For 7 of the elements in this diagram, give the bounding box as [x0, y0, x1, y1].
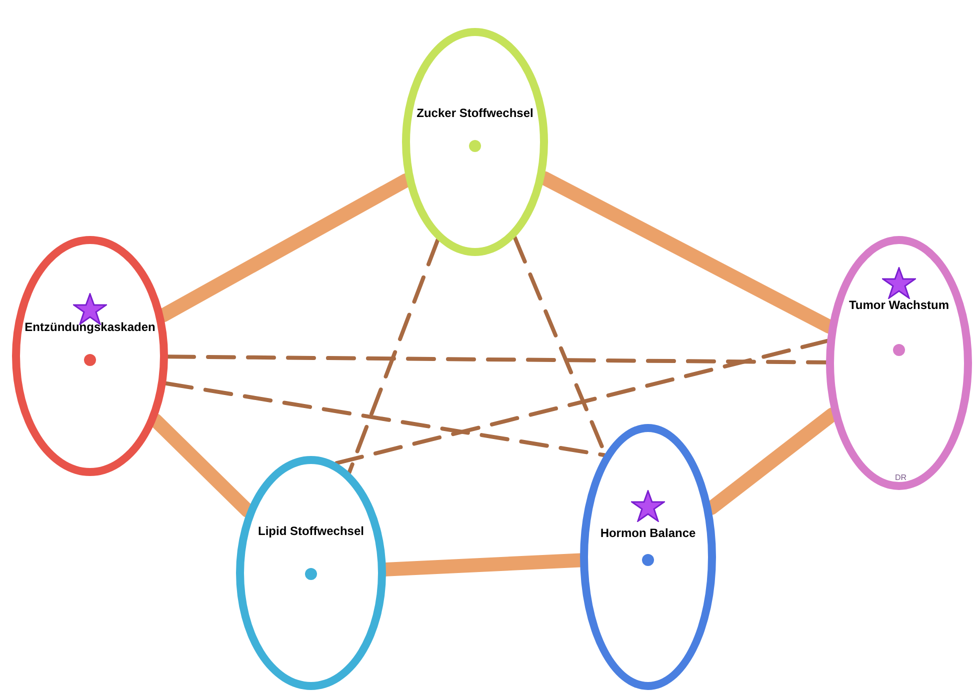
node-label: Tumor Wachstum: [848, 298, 950, 313]
node-label: Entzündungskaskaden: [24, 320, 156, 335]
signature-text: DR: [895, 472, 907, 484]
node-label: Hormon Balance: [599, 526, 697, 541]
node-label: Lipid Stoffwechsel: [256, 524, 365, 539]
node-label: Zucker Stoffwechsel: [416, 106, 534, 121]
dashed-connector: [166, 354, 828, 364]
